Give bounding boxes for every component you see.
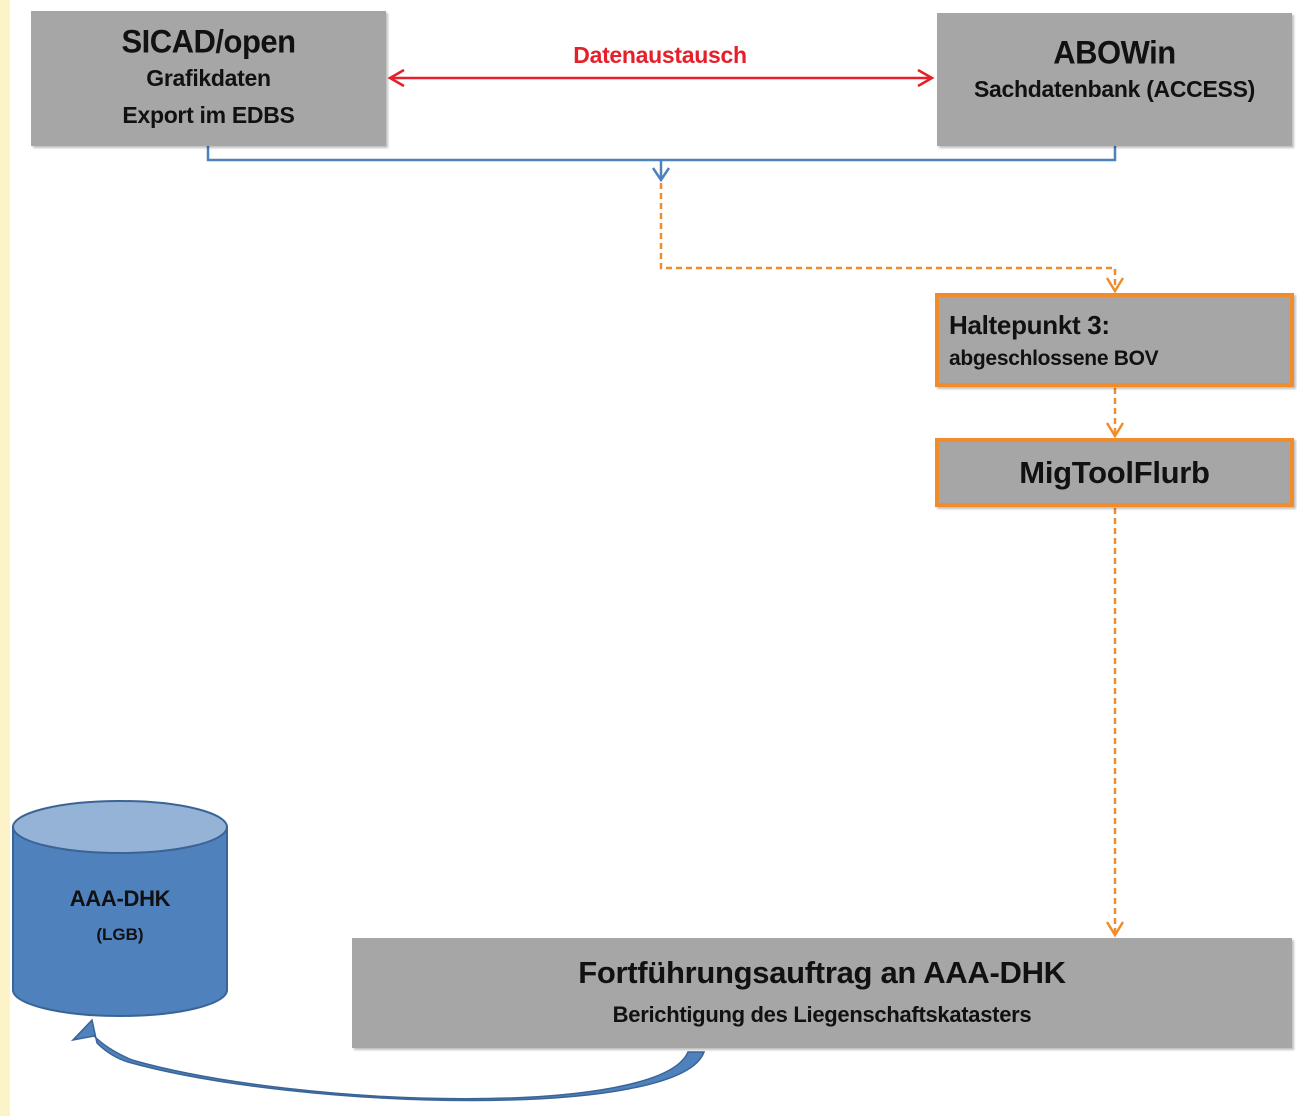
abowin-line1: Sachdatenbank (ACCESS) — [974, 76, 1255, 102]
exchange-label: Datenaustausch — [573, 42, 747, 68]
flow-to-haltepunkt — [659, 183, 1117, 290]
arrowhead-fortfuehrung — [1105, 921, 1125, 938]
database-cylinder-icon — [12, 800, 228, 1017]
exchange-arrowhead-right — [917, 68, 935, 88]
fortfuehrung-subtitle: Berichtigung des Liegenschaftskatasters — [612, 1002, 1032, 1027]
haltepunkt-box: Haltepunkt 3: abgeschlossene BOV — [935, 293, 1294, 387]
fortfuehrung-title: Fortführungsauftrag an AAA-DHK — [578, 955, 1066, 990]
database-title: AAA-DHK — [69, 886, 171, 911]
haltepunkt-subtitle: abgeschlossene BOV — [949, 347, 1159, 370]
exchange-arrowhead-left — [387, 68, 405, 88]
fortfuehrung-box: Fortführungsauftrag an AAA-DHK Berichtig… — [352, 938, 1292, 1048]
sicad-title: SICAD/open — [121, 22, 296, 60]
merge-bracket — [206, 146, 1117, 162]
sicad-line2: Export im EDBS — [122, 101, 295, 128]
migtool-label: MigToolFlurb — [1019, 454, 1210, 490]
return-arrow — [70, 1018, 706, 1102]
abowin-title: ABOWin — [1053, 34, 1176, 71]
sicad-box: SICAD/open Grafikdaten Export im EDBS — [31, 11, 386, 146]
arrowhead-haltepunkt — [1105, 277, 1125, 294]
haltepunkt-title: Haltepunkt 3: — [949, 310, 1110, 340]
sicad-line1: Grafikdaten — [146, 64, 271, 91]
merge-arrowhead — [651, 167, 671, 183]
arrowhead-migtool — [1105, 422, 1125, 439]
abowin-box: ABOWin Sachdatenbank (ACCESS) — [937, 13, 1292, 146]
migtool-box: MigToolFlurb — [935, 438, 1294, 507]
database-subtitle: (LGB) — [96, 925, 144, 944]
